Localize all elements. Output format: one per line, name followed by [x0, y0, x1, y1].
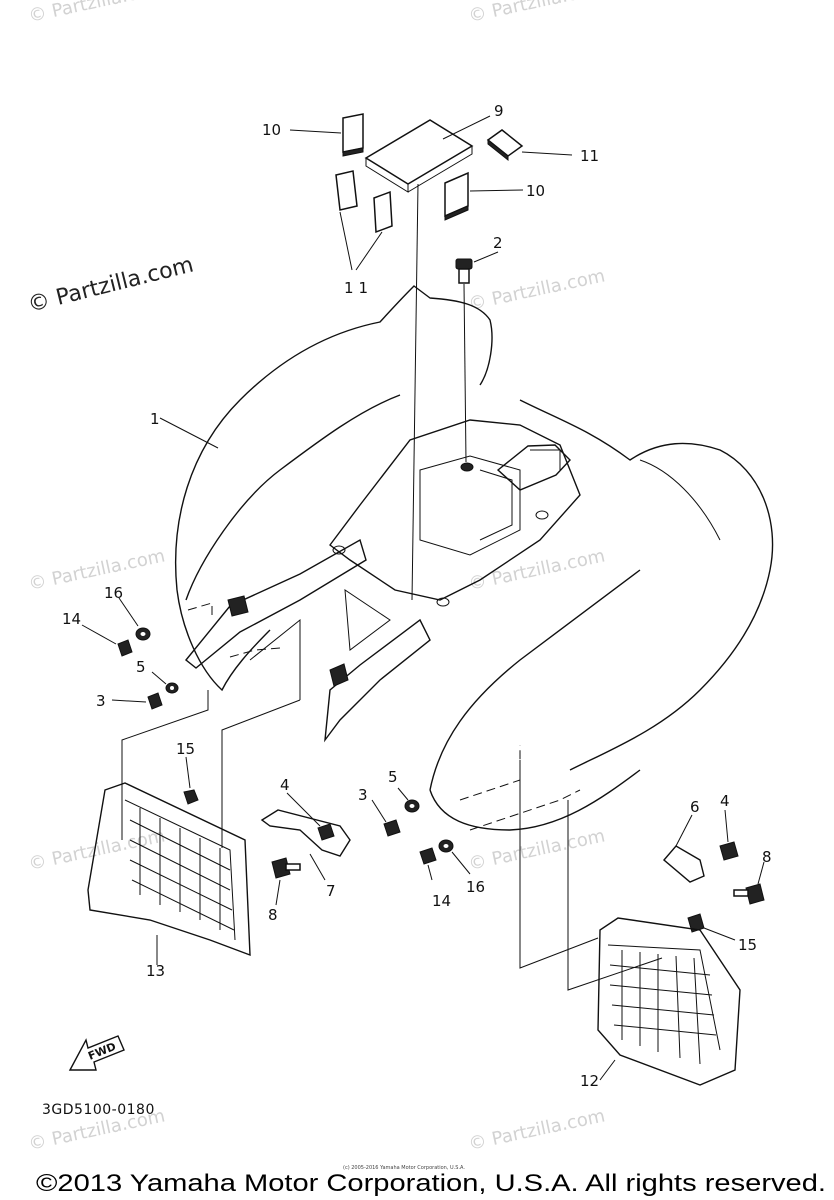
decal-11-right	[486, 129, 524, 157]
decal-11-left-b	[373, 190, 393, 234]
callout-15: 15	[738, 936, 757, 954]
copyright-notice: ©2013 Yamaha Motor Corporation, U.S.A. A…	[36, 1170, 826, 1197]
watermark-prominent: © Partzilla.com	[25, 252, 196, 317]
callout-1: 1	[150, 410, 160, 428]
callout-4: 4	[720, 792, 730, 810]
diagram-code: 3GD5100-0180	[42, 1102, 155, 1118]
callout-15: 15	[176, 740, 195, 758]
callout-13: 13	[146, 962, 165, 980]
fasteners	[81, 597, 765, 941]
callout-2: 2	[493, 234, 503, 252]
watermark: © Partzilla.com	[467, 545, 607, 594]
callout-16: 16	[466, 878, 485, 896]
fine-print: (c) 2005-2016 Yamaha Motor Corporation, …	[343, 1165, 465, 1171]
callout-10: 10	[262, 121, 281, 139]
decal-10-left	[342, 113, 364, 153]
callout-8: 8	[268, 906, 278, 924]
callout-10: 10	[526, 182, 545, 200]
flap-13	[87, 782, 251, 965]
callout-14: 14	[62, 610, 81, 628]
callout-16: 16	[104, 584, 123, 602]
callout-3: 3	[358, 786, 368, 804]
callout-5: 5	[136, 658, 146, 676]
callout-6: 6	[690, 798, 700, 816]
watermark: © Partzilla.com	[467, 265, 607, 314]
mount-lines-right	[459, 745, 663, 991]
callout-14: 14	[432, 892, 451, 910]
callout-5: 5	[388, 768, 398, 786]
fwd-arrow: FWD	[68, 1035, 125, 1071]
callout-7: 7	[326, 882, 336, 900]
watermark: © Partzilla.com	[27, 0, 167, 27]
callout-11: 11	[580, 147, 599, 165]
watermark: © Partzilla.com	[467, 0, 607, 27]
callout-11: 11	[344, 279, 373, 297]
decal-11-left-a	[335, 170, 358, 211]
watermark: © Partzilla.com	[467, 1105, 607, 1154]
watermark-layer: © Partzilla.com © Partzilla.com © Partzi…	[25, 0, 607, 1155]
rear-fender-1	[159, 285, 774, 831]
decal-plate-9	[364, 119, 474, 185]
callouts: 1 2 3 3 4 4 5 5 6 7 8 8 9 10 10 11 11 12…	[62, 102, 772, 1090]
watermark: © Partzilla.com	[467, 825, 607, 874]
callout-3: 3	[96, 692, 106, 710]
callout-4: 4	[280, 776, 290, 794]
flap-12	[597, 917, 741, 1086]
mount-lines-left	[121, 602, 301, 848]
callout-8: 8	[762, 848, 772, 866]
decal-group	[289, 113, 573, 601]
callout-12: 12	[580, 1072, 599, 1090]
callout-9: 9	[494, 102, 504, 120]
bolt-2	[455, 251, 499, 463]
watermark: © Partzilla.com	[27, 545, 167, 594]
